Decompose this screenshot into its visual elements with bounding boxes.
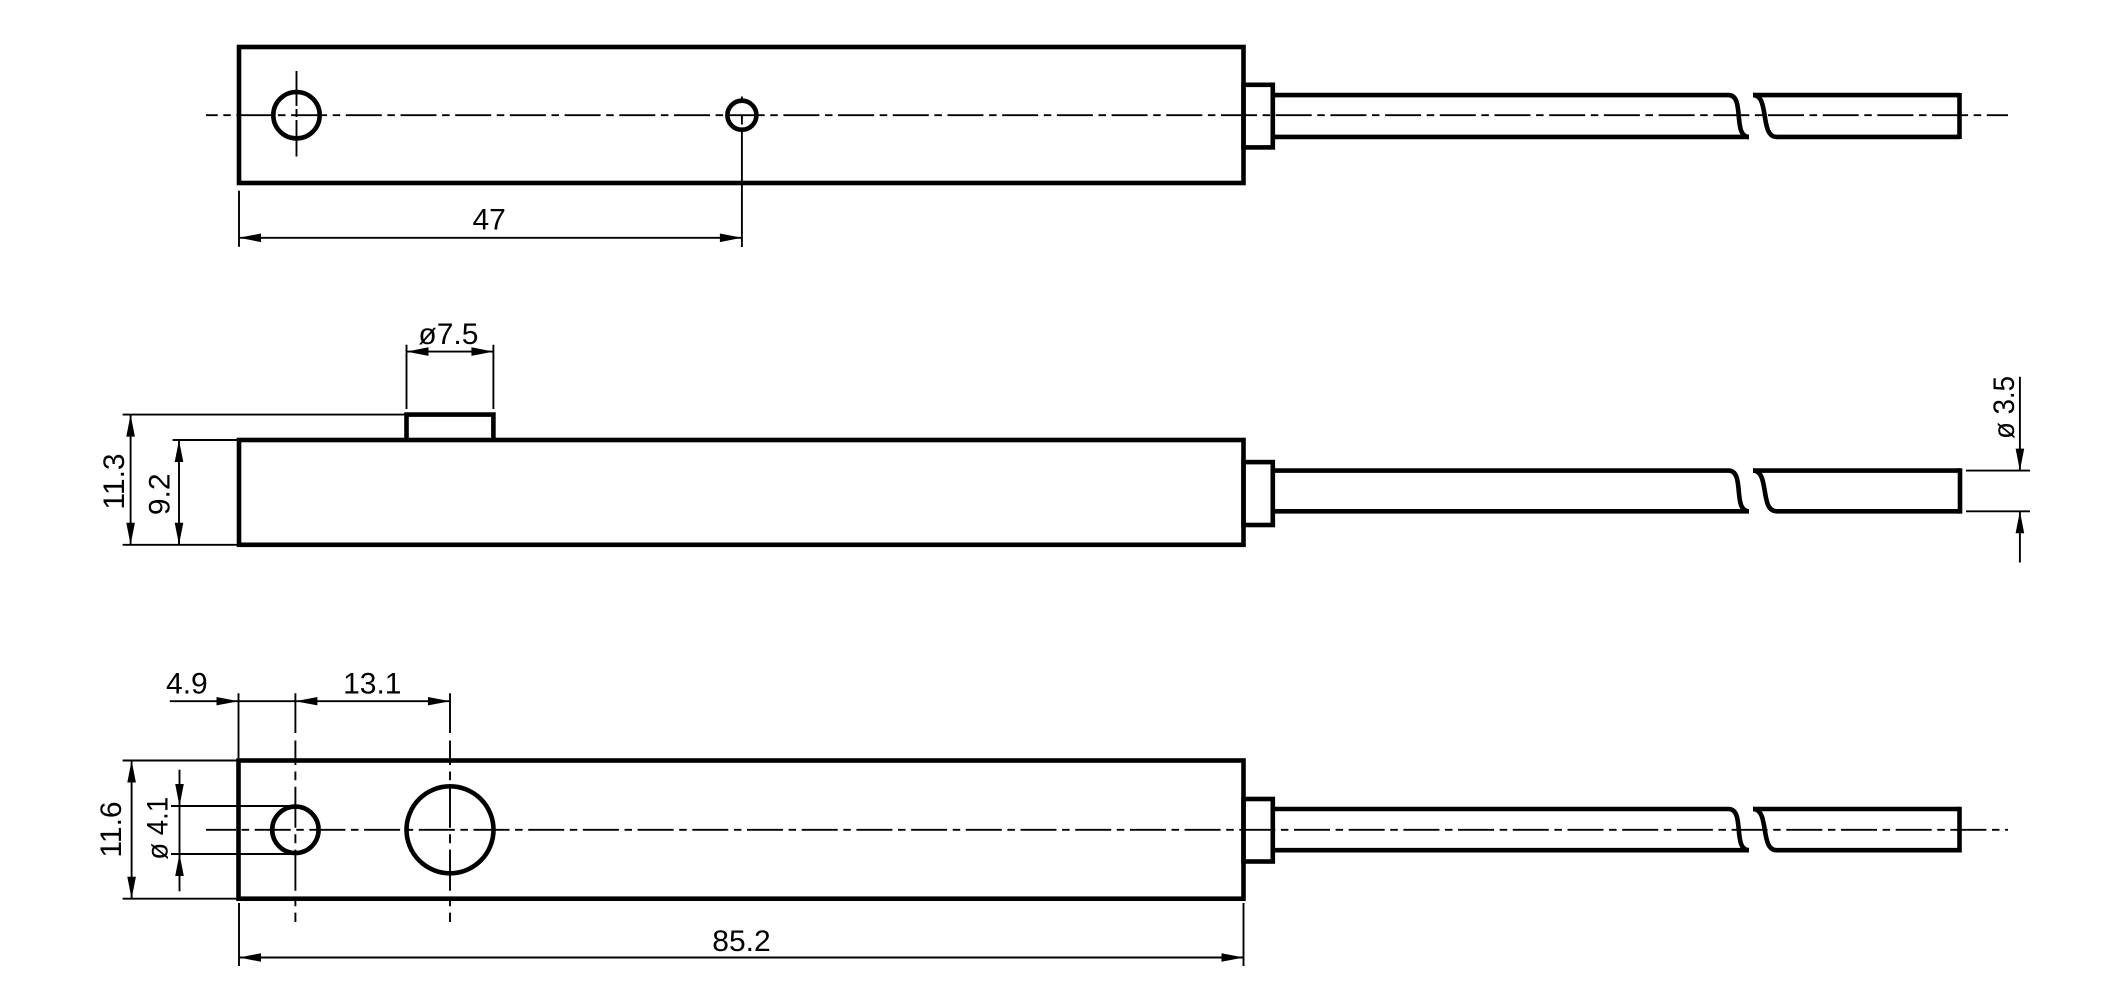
svg-text:ø7.5: ø7.5 [418,318,478,351]
svg-text:85.2: 85.2 [712,925,770,958]
svg-text:9.2: 9.2 [143,473,176,515]
svg-text:11.3: 11.3 [98,453,131,509]
svg-text:ø 4.1: ø 4.1 [142,797,175,860]
svg-text:13.1: 13.1 [343,668,401,701]
svg-text:47: 47 [473,204,506,237]
svg-text:4.9: 4.9 [166,668,208,701]
svg-text:11.6: 11.6 [95,801,128,857]
svg-text:ø 3.5: ø 3.5 [1988,376,2021,439]
